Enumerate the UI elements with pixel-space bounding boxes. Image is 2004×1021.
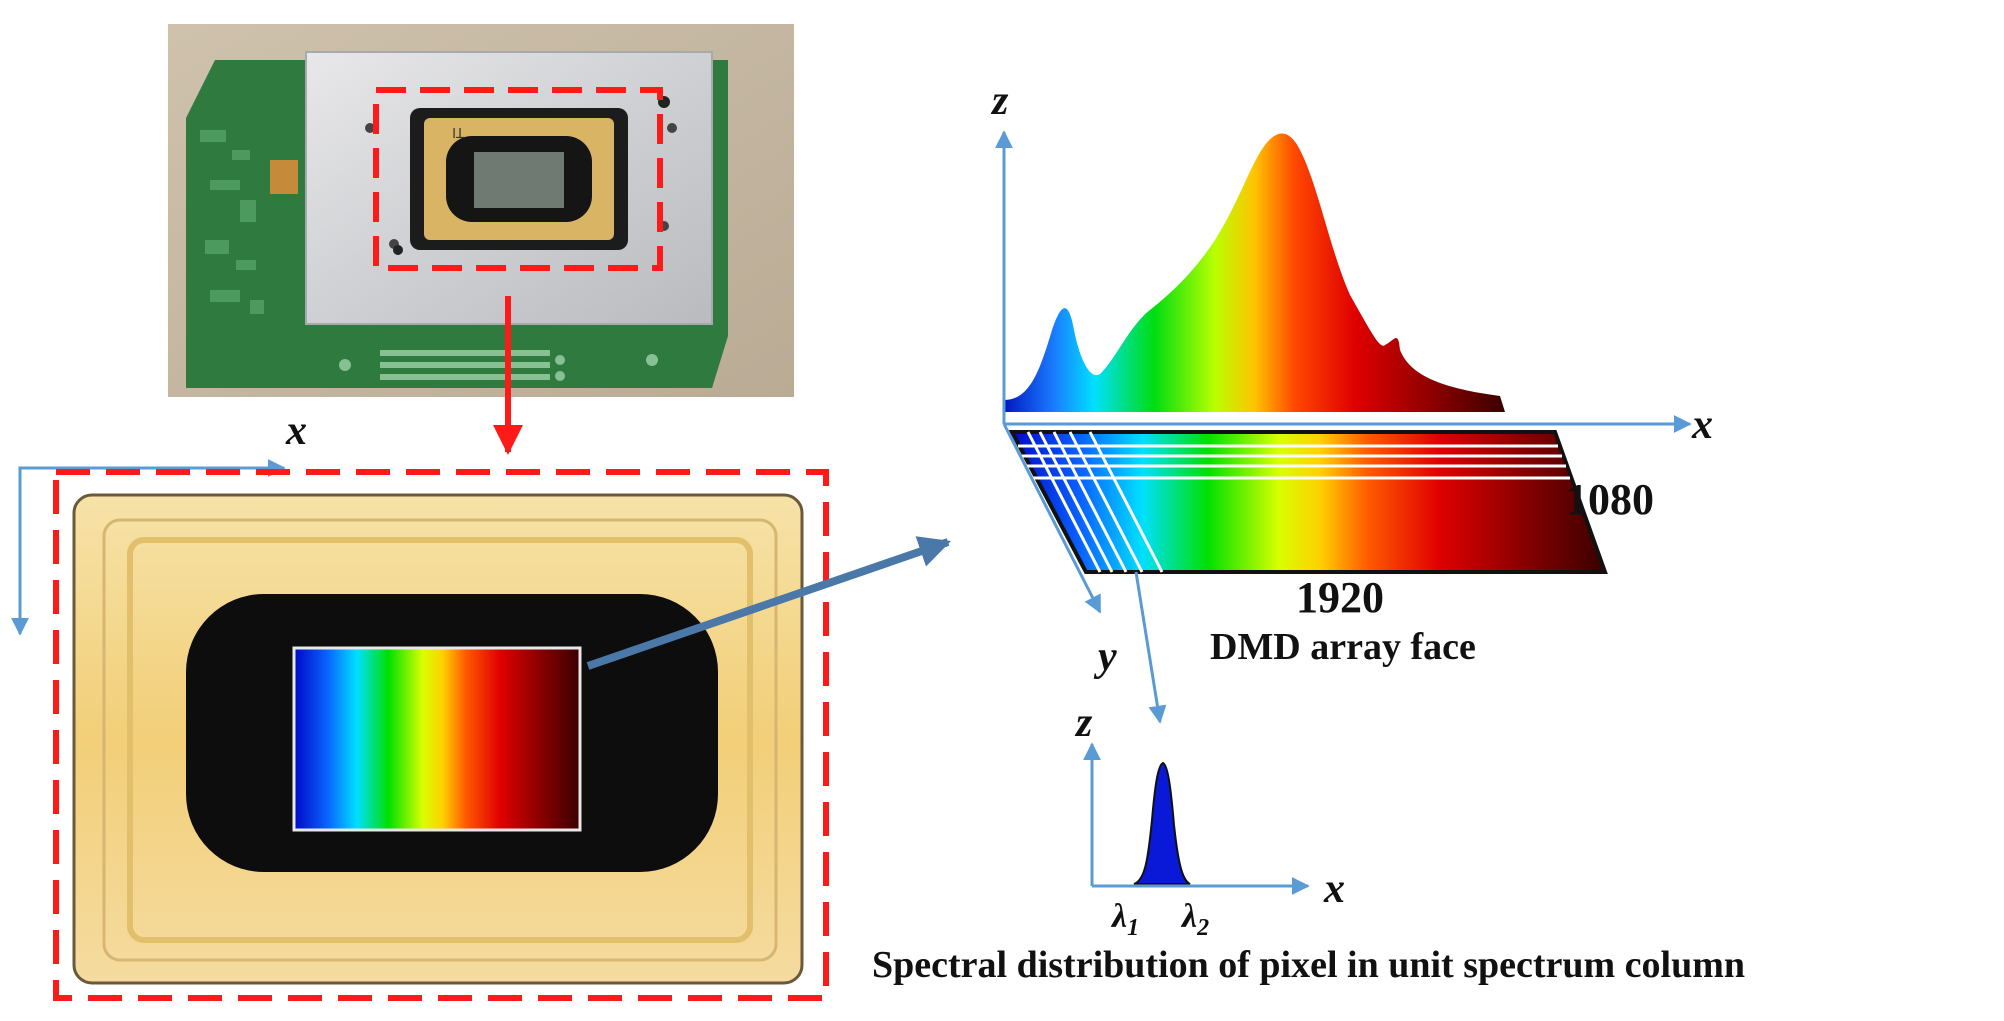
array-face-caption: DMD array face <box>1210 626 1476 668</box>
pcb-chip <box>270 160 298 194</box>
pcb-pads <box>339 350 658 381</box>
dmd-closeup <box>72 493 804 985</box>
spectrum-column-lines <box>1018 431 1570 573</box>
pcb-components <box>200 130 264 314</box>
small-x-axis-label: x <box>1324 866 1345 912</box>
small-z-axis-label: z <box>1076 700 1093 746</box>
pixel-column-arrow <box>1134 571 1167 724</box>
right-z-axis-label: z <box>992 78 1009 124</box>
right-y-axis <box>1002 423 1102 614</box>
pixel-spectrum-caption: Spectral distribution of pixel in unit s… <box>872 944 1745 986</box>
dmd-mirror-array <box>474 152 564 208</box>
spectral-3d-plot <box>995 130 1692 724</box>
rows-dimension-label: 1080 <box>1566 475 1654 524</box>
spectrum-curve <box>1004 133 1505 412</box>
pixel-spectrum-plot <box>1083 742 1310 895</box>
svg-text:TI: TI <box>452 124 465 139</box>
pixel-spectrum-peak <box>1133 761 1191 885</box>
dmd-board-photo: TI <box>168 24 794 397</box>
spectrum-on-dmd <box>292 646 582 832</box>
lambda-2-label: λ2 <box>1182 898 1210 941</box>
right-y-axis-label: y <box>1098 634 1117 680</box>
right-x-axis-label: x <box>1692 402 1713 448</box>
left-x-axis-label: x <box>286 408 307 454</box>
left-axes <box>11 459 286 636</box>
lambda-1-label: λ1 <box>1112 898 1140 941</box>
columns-dimension-label: 1920 <box>1296 573 1384 622</box>
mapping-arrow <box>586 536 952 670</box>
highlight-box-large <box>53 469 829 1001</box>
left-axis-lines <box>18 466 280 628</box>
highlight-box-small <box>373 87 663 271</box>
